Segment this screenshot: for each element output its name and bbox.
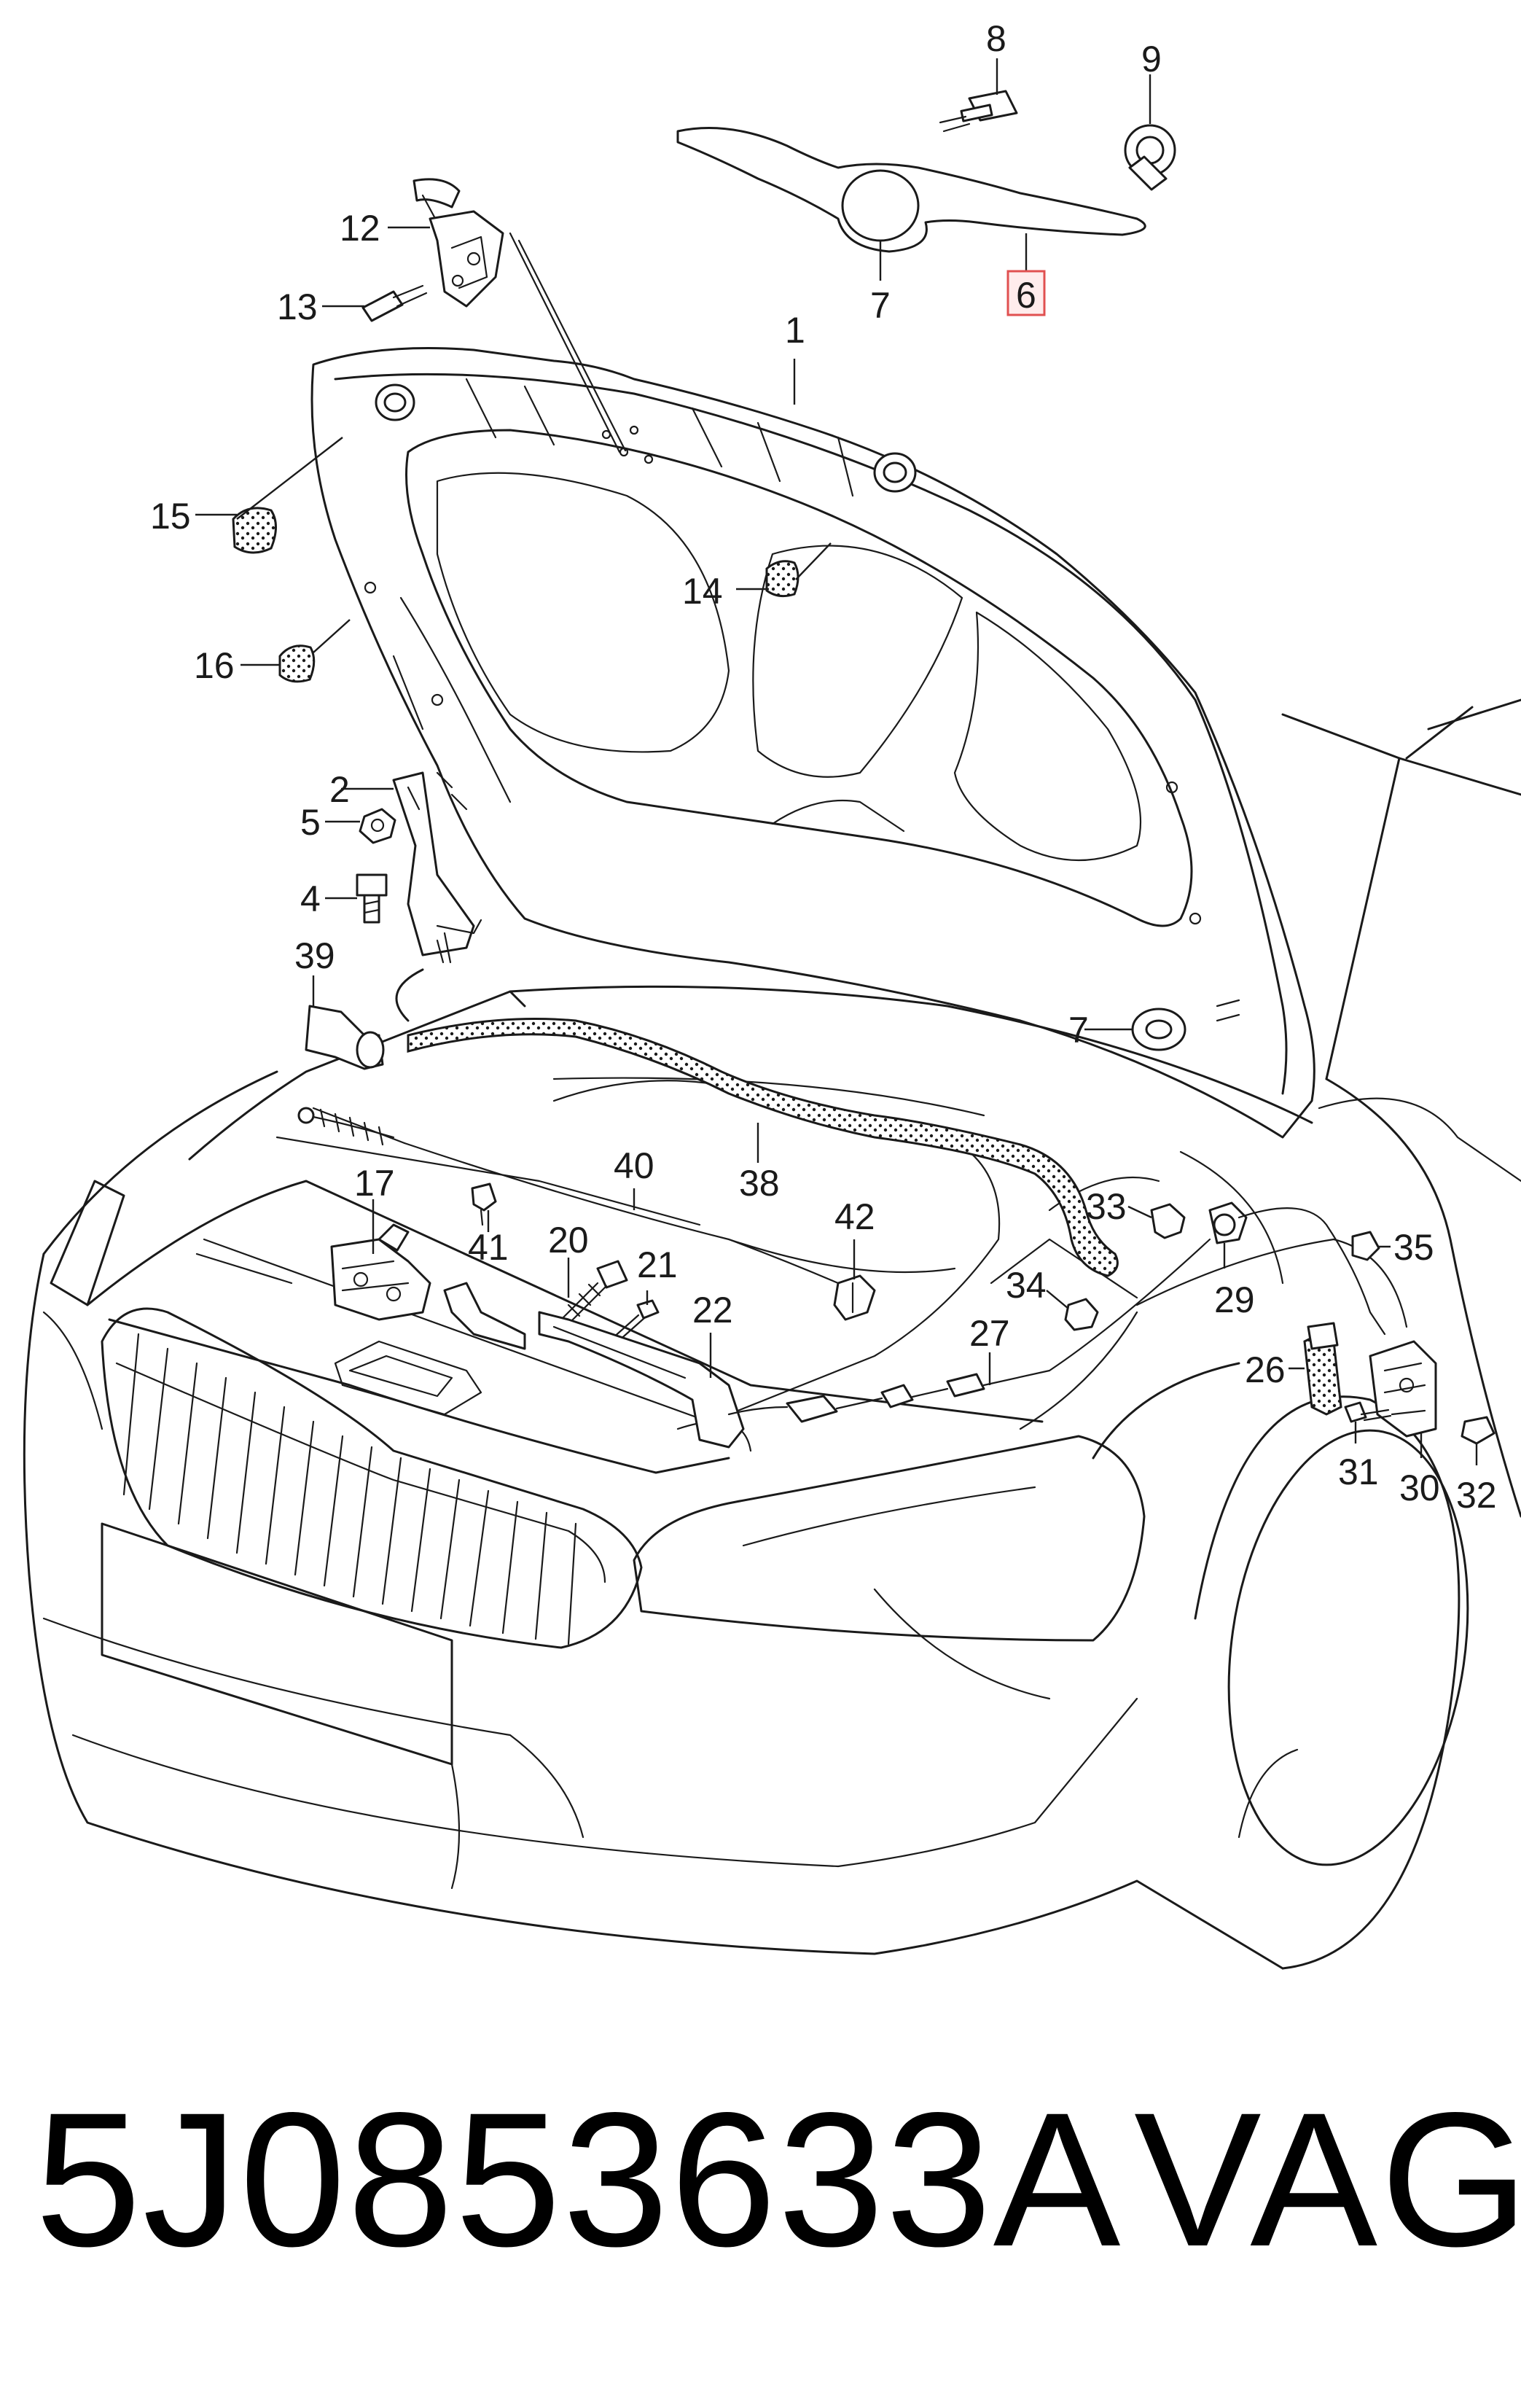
brand-name: VAG xyxy=(1134,2073,1521,2286)
callout-39: 39 xyxy=(294,935,335,976)
callout-7-top: 7 xyxy=(870,285,891,326)
car-body xyxy=(23,698,1521,1970)
callout-42: 42 xyxy=(834,1196,875,1237)
callout-4: 4 xyxy=(300,878,321,919)
leader-lines xyxy=(195,58,1478,1465)
callout-27: 27 xyxy=(969,1313,1010,1354)
hood-trim-6 xyxy=(676,127,1146,253)
callout-41: 41 xyxy=(468,1227,509,1268)
hood-panel xyxy=(310,347,1315,1139)
callout-7-right: 7 xyxy=(1068,1010,1089,1051)
part-number: 5J0853633A xyxy=(35,2073,1122,2286)
caption-bar: 5J0853633A VAG xyxy=(0,2070,1521,2289)
callout-38: 38 xyxy=(739,1163,780,1204)
callout-9: 9 xyxy=(1141,39,1162,79)
callout-31: 31 xyxy=(1338,1452,1379,1492)
callout-34: 34 xyxy=(1006,1265,1047,1306)
grille-slats xyxy=(122,1333,577,1645)
hood-seal-38 xyxy=(407,1018,1119,1277)
callout-5: 5 xyxy=(300,802,321,843)
callout-33: 33 xyxy=(1086,1186,1127,1227)
callout-17: 17 xyxy=(354,1163,395,1204)
callout-40: 40 xyxy=(614,1145,654,1186)
callout-32: 32 xyxy=(1456,1475,1497,1516)
callout-30: 30 xyxy=(1399,1468,1440,1508)
callout-2: 2 xyxy=(329,769,350,810)
callout-1: 1 xyxy=(785,310,805,351)
callout-6-highlight xyxy=(1006,270,1046,316)
callout-29: 29 xyxy=(1214,1279,1255,1320)
callout-15: 15 xyxy=(150,496,191,537)
callout-12: 12 xyxy=(340,208,380,249)
callout-labels: 8 9 7 6 1 12 13 15 16 14 2 5 4 39 7 40 3… xyxy=(150,18,1497,1516)
hardware-parts xyxy=(232,90,1495,1449)
callout-13: 13 xyxy=(277,287,318,327)
callout-21: 21 xyxy=(637,1244,678,1285)
callout-35: 35 xyxy=(1393,1227,1434,1268)
callout-20: 20 xyxy=(548,1220,589,1261)
callout-26: 26 xyxy=(1245,1349,1286,1390)
callout-16: 16 xyxy=(194,645,235,686)
callout-6: 6 xyxy=(1016,275,1036,316)
callout-8: 8 xyxy=(986,18,1006,59)
callout-14: 14 xyxy=(682,571,723,612)
callout-22: 22 xyxy=(692,1290,733,1330)
